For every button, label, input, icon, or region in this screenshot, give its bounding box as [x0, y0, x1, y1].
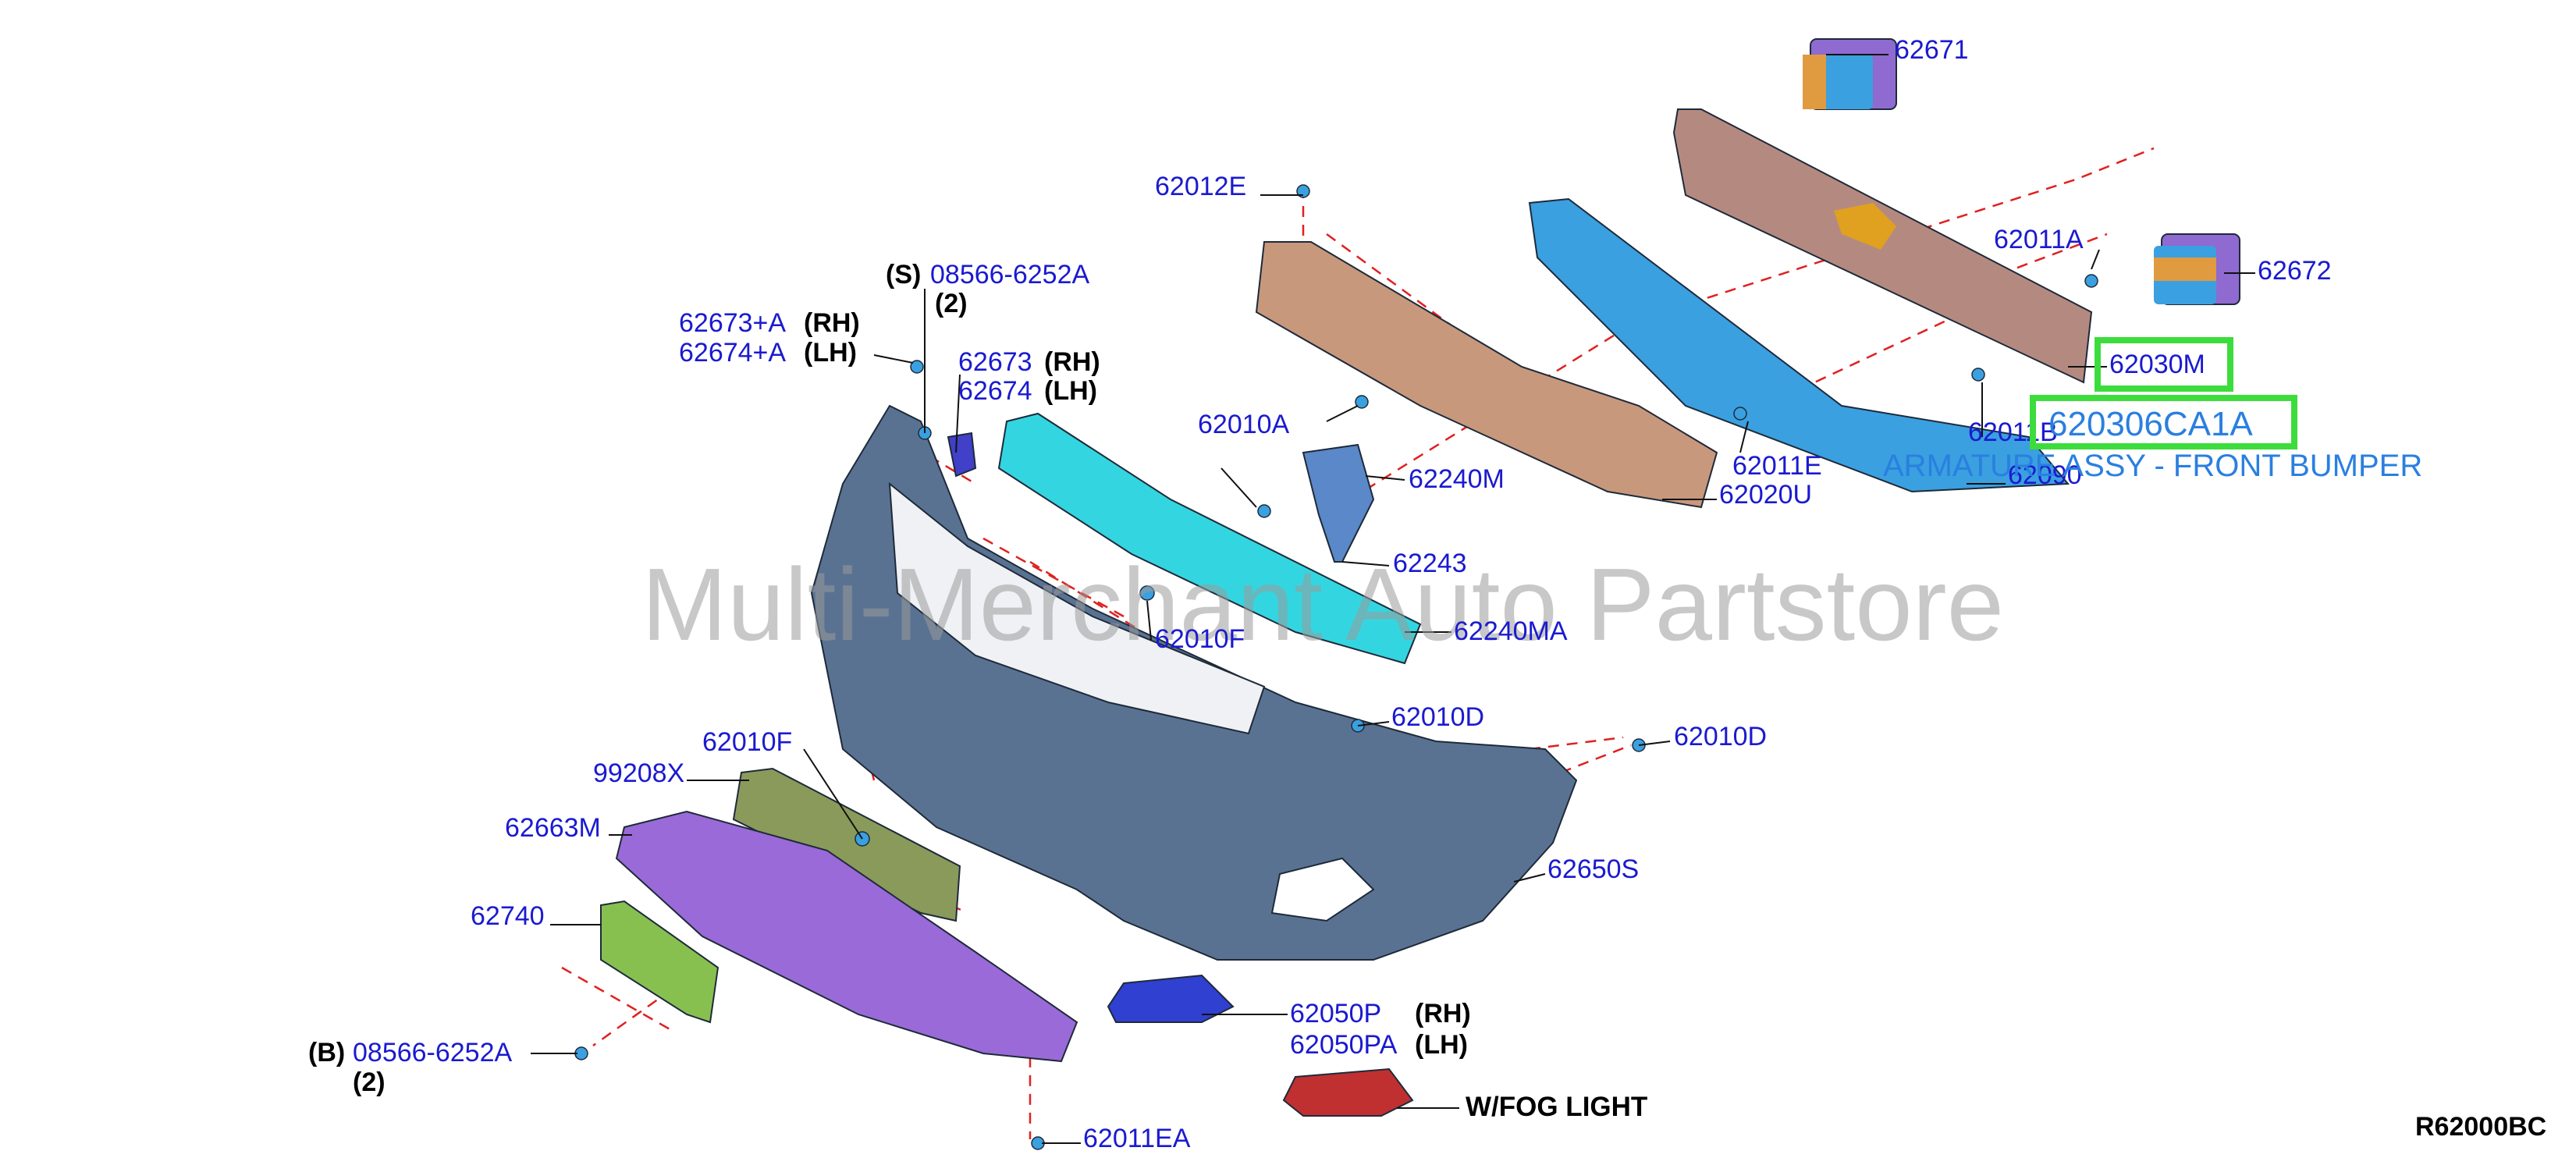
label-lh-3: (LH) — [1415, 1030, 1468, 1060]
label-62674A[interactable]: 62674+A — [679, 338, 786, 368]
label-62650S[interactable]: 62650S — [1547, 854, 1639, 884]
label-62671[interactable]: 62671 — [1895, 35, 1969, 65]
upper-cover — [1255, 241, 1718, 509]
label-62240M[interactable]: 62240M — [1409, 464, 1505, 494]
highlight-part-number[interactable]: 620306CA1A — [2048, 405, 2253, 443]
fog-finisher — [1107, 974, 1235, 1023]
label-62012E[interactable]: 62012E — [1155, 172, 1246, 201]
diagram-code: R62000BC — [2415, 1112, 2546, 1142]
label-qty-top: (2) — [935, 289, 968, 318]
lower-molding — [732, 767, 961, 922]
label-62090[interactable]: 62090 — [2008, 460, 2082, 490]
watermark: Multi-Merchant Auto Partstore — [641, 547, 2004, 662]
label-62011EA[interactable]: 62011EA — [1083, 1124, 1191, 1153]
label-62020U[interactable]: 62020U — [1719, 480, 1812, 510]
label-s-prefix: (S) — [886, 260, 921, 290]
undercover — [615, 810, 1078, 1063]
label-62672[interactable]: 62672 — [2258, 256, 2332, 286]
label-62010A[interactable]: 62010A — [1198, 410, 1290, 439]
label-rh-1: (RH) — [804, 308, 860, 338]
label-rh-2: (RH) — [1044, 347, 1100, 377]
energy-absorber — [1528, 197, 2070, 493]
label-62663M[interactable]: 62663M — [505, 813, 601, 843]
bumper-stay-lower — [2154, 233, 2240, 305]
bumper-stay-upper — [1803, 38, 1897, 110]
label-fog-note: W/FOG LIGHT — [1466, 1092, 1647, 1122]
label-62673A[interactable]: 62673+A — [679, 308, 786, 338]
highlight-box-part — [2030, 395, 2297, 449]
label-62243[interactable]: 62243 — [1393, 549, 1467, 578]
label-62010F-left[interactable]: 62010F — [702, 727, 792, 757]
upper-bracket-cyan — [997, 412, 1422, 665]
label-lh-2: (LH) — [1044, 376, 1097, 406]
label-08566-6252A-top[interactable]: 08566-6252A — [930, 260, 1090, 290]
label-62010D-right[interactable]: 62010D — [1674, 722, 1767, 751]
label-08566-6252A-bottom[interactable]: 08566-6252A — [353, 1038, 513, 1067]
label-62030M[interactable]: 62030M — [2109, 350, 2205, 379]
fascia-grille-opening — [888, 481, 1266, 735]
label-qty-bottom: (2) — [353, 1067, 386, 1097]
label-62240MA[interactable]: 62240MA — [1454, 616, 1568, 646]
side-bracket — [947, 432, 977, 478]
fog-light-finisher — [1282, 1067, 1414, 1117]
highlight-description: ARMATURE ASSY - FRONT BUMPER — [1883, 449, 2422, 483]
label-b-prefix: (B) — [308, 1038, 345, 1067]
label-rh-3: (RH) — [1415, 999, 1471, 1028]
label-62050P[interactable]: 62050P — [1290, 999, 1381, 1028]
label-62010D-mid[interactable]: 62010D — [1391, 702, 1484, 732]
fascia-fog-opening — [1270, 857, 1375, 922]
label-62674[interactable]: 62674 — [958, 376, 1032, 406]
license-plate-bracket — [600, 900, 720, 1024]
highlight-callout: 620306CA1A ARMATURE ASSY - FRONT BUMPER — [1883, 337, 2422, 483]
label-62740[interactable]: 62740 — [471, 901, 545, 931]
highlight-box-62030M — [2095, 337, 2233, 392]
reinforcement-clip — [1834, 203, 1896, 250]
label-62673[interactable]: 62673 — [958, 347, 1032, 377]
label-62050PA[interactable]: 62050PA — [1290, 1030, 1398, 1060]
callout-leaders — [531, 54, 2255, 1144]
label-62010F-top[interactable]: 62010F — [1155, 624, 1245, 654]
label-62011B[interactable]: 62011B — [1968, 417, 2058, 447]
label-lh-1: (LH) — [804, 338, 857, 368]
label-62011A[interactable]: 62011A — [1994, 225, 2084, 254]
part-labels: 62671 62672 62012E 62011A 62030M 62011B … — [308, 35, 2332, 1153]
label-99208X[interactable]: 99208X — [593, 758, 684, 788]
label-62011E[interactable]: 62011E — [1732, 451, 1822, 481]
center-bracket — [1302, 443, 1375, 563]
